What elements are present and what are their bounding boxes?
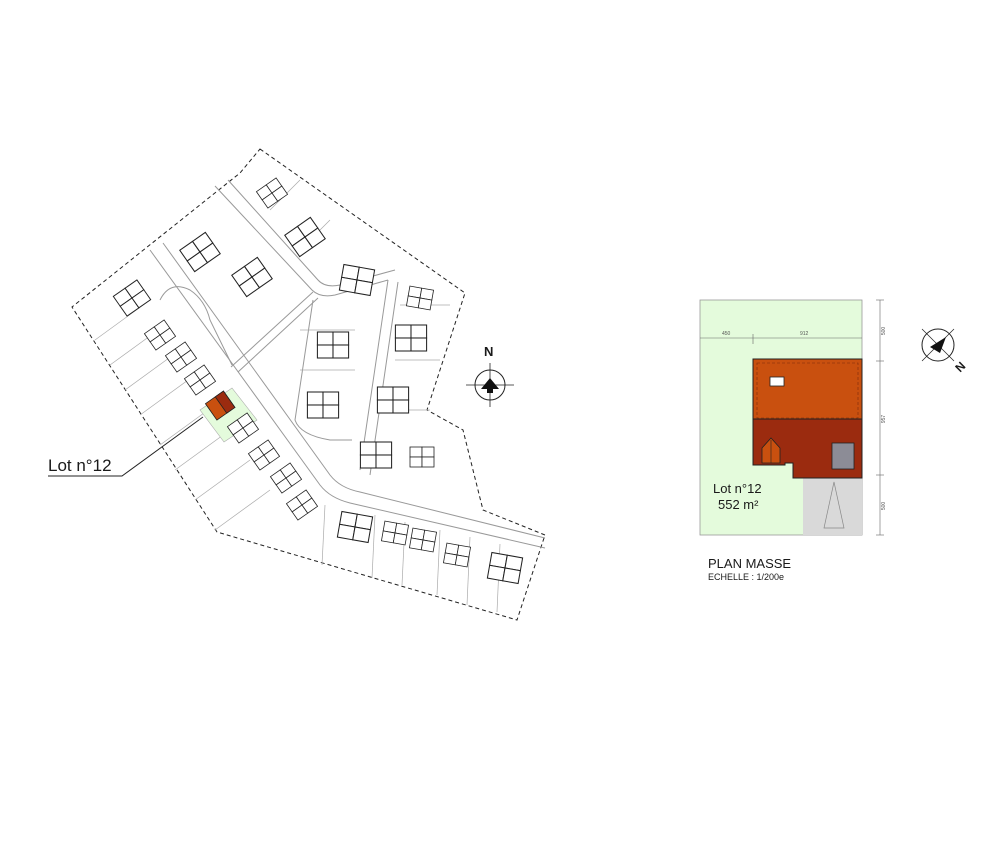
house-footprint (338, 263, 376, 297)
house-footprint (284, 216, 326, 258)
dim-bottom-setback: 500 (881, 501, 888, 511)
site-boundary (71, 148, 546, 621)
house-footprint (336, 510, 374, 544)
dim-house-width: 912 (800, 331, 809, 337)
lot-12-house (204, 390, 236, 421)
house-footprint (247, 439, 281, 471)
compass-icon (921, 328, 955, 362)
lot-12-leader-line (48, 416, 204, 477)
north-arrow-icon (466, 363, 514, 407)
house-footprint (376, 386, 410, 414)
house-footprint (306, 391, 340, 419)
house-footprint (112, 279, 152, 317)
house-footprint (405, 285, 435, 311)
house-footprint (409, 446, 435, 468)
house-footprint (231, 256, 273, 298)
dim-top-setback: 500 (881, 326, 888, 336)
lot-12-label: Lot n°12 (48, 456, 112, 475)
house-footprint (442, 542, 472, 568)
house-footprint (408, 527, 438, 553)
plan-masse-scale: ECHELLE : 1/200e (708, 572, 785, 582)
north-label: N (484, 344, 494, 359)
house-footprint (285, 489, 319, 521)
house-footprint (380, 520, 410, 546)
plan-masse-drawing (699, 299, 884, 536)
dim-left-offset: 450 (722, 331, 731, 337)
house-footprint (486, 551, 524, 585)
houses (112, 177, 524, 585)
house-footprint (164, 341, 198, 373)
house-footprint (179, 231, 221, 273)
house-footprint (316, 331, 350, 359)
house-footprint (255, 177, 289, 209)
house-footprint (143, 319, 177, 351)
roads (149, 179, 546, 549)
house-footprint (359, 441, 393, 469)
plan-lot-label: Lot n°12 (713, 481, 762, 496)
house-footprint (269, 462, 303, 494)
plan-lot-area: 552 m² (718, 497, 759, 512)
dim-house-depth: 957 (881, 414, 888, 424)
plan-masse-title: PLAN MASSE (708, 556, 792, 571)
house-footprint (226, 412, 260, 444)
house-footprint (394, 324, 428, 352)
house-footprint (183, 364, 217, 396)
